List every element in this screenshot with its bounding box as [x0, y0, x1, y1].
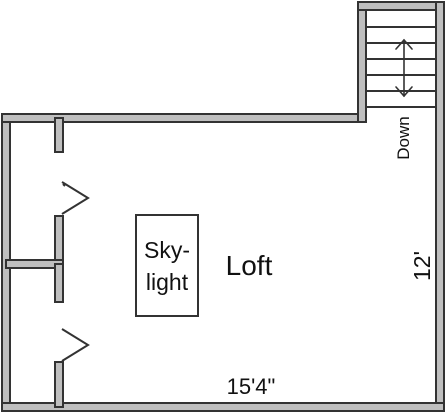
- stair-direction-arrow-icon: [395, 38, 413, 98]
- depth-dimension: 12': [409, 251, 435, 281]
- stairs-label: Down: [394, 116, 413, 159]
- room-name: Loft: [226, 250, 273, 281]
- skylight: [135, 214, 199, 317]
- upper-closet-door: [61, 181, 90, 215]
- skylight-label-line2: light: [146, 269, 189, 295]
- closet-walls: [5, 117, 64, 408]
- width-dimension: 15'4": [227, 374, 276, 399]
- lower-closet-door: [61, 328, 90, 362]
- skylight-label-line1: Sky-: [144, 237, 190, 263]
- staircase: [366, 26, 436, 108]
